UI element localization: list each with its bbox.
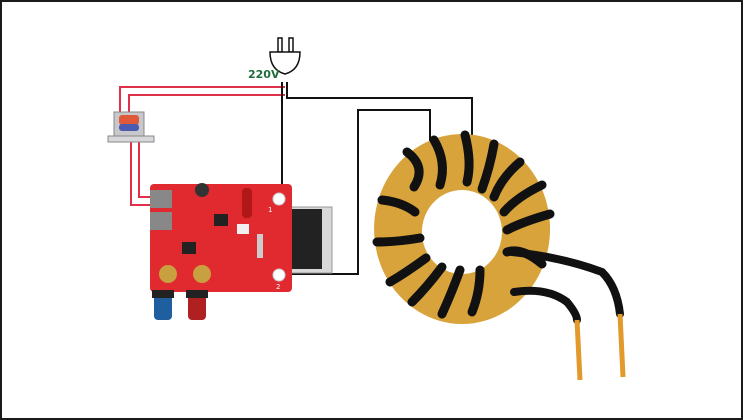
- transformer-icon: [107, 111, 155, 143]
- coil-windings: [372, 130, 555, 319]
- terminal-label-1: 1: [268, 206, 273, 214]
- red-wires: [119, 86, 285, 206]
- terminal-label-2: 2: [276, 283, 281, 291]
- plug-icon: [269, 37, 301, 75]
- heatsink: [287, 206, 333, 274]
- black-wires: [281, 82, 473, 275]
- voltage-label: 220V: [248, 68, 280, 81]
- toroid-coil: [372, 130, 626, 381]
- controller-board: [150, 183, 292, 320]
- coil-leads: [508, 248, 626, 381]
